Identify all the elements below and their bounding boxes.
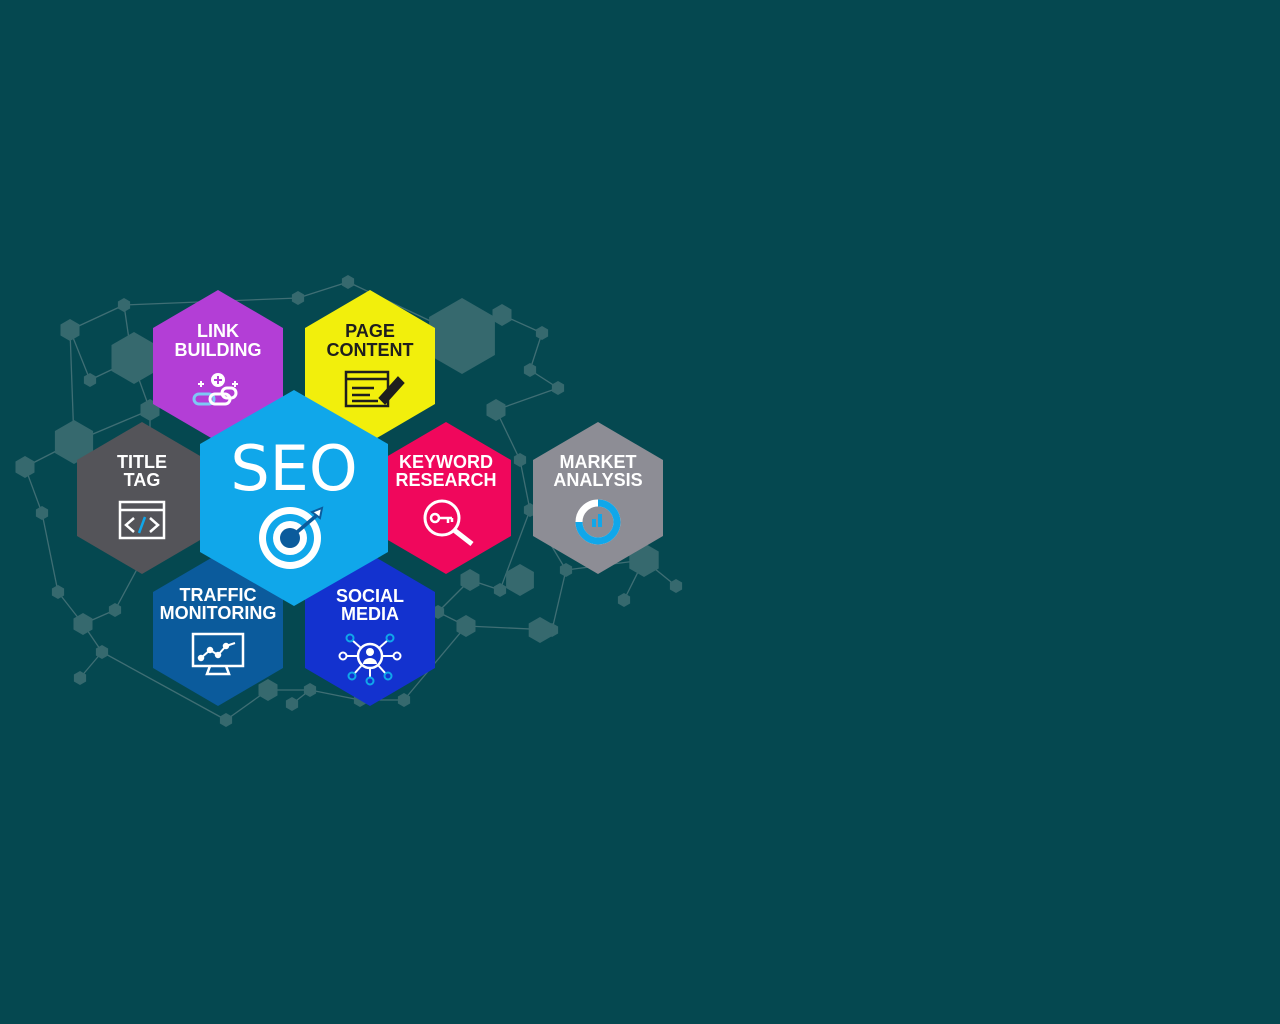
network-node <box>460 569 480 591</box>
target-icon <box>259 506 324 569</box>
network-link <box>41 512 59 593</box>
network-link <box>297 281 349 299</box>
monitor-chart-icon <box>191 632 245 676</box>
network-node <box>111 332 157 384</box>
hex-social-media: SOCIAL MEDIA <box>305 554 435 706</box>
hex-label-line2: CONTENT <box>327 340 414 360</box>
seo-title: SEO <box>230 432 357 505</box>
code-window-icon <box>118 500 166 540</box>
hex-label-line1: TRAFFIC <box>180 585 257 605</box>
network-node <box>513 453 527 467</box>
network-node <box>258 679 278 701</box>
hex-label-line2: BUILDING <box>175 340 262 360</box>
hex-traffic-monitoring-shape <box>153 554 283 706</box>
hex-market-analysis: MARKET ANALYSIS <box>533 422 663 574</box>
network-background <box>15 275 683 727</box>
network-node <box>108 603 122 617</box>
network-link <box>529 332 543 371</box>
network-node <box>528 617 552 643</box>
network-link <box>551 569 567 631</box>
hex-label-line1: PAGE <box>345 321 395 341</box>
hex-link-building-shape <box>153 290 283 442</box>
hex-seo-center-shape <box>200 390 388 606</box>
hex-page-content: PAGE CONTENT <box>305 290 435 442</box>
hex-label-line1: LINK <box>197 321 239 341</box>
network-node <box>117 298 131 312</box>
hex-label-line1: KEYWORD <box>399 452 493 472</box>
network-node <box>73 613 93 635</box>
hex-label-line2: TAG <box>124 470 161 490</box>
hex-label-line1: MARKET <box>560 452 637 472</box>
network-node <box>429 298 495 374</box>
hex-label-line2: ANALYSIS <box>553 470 642 490</box>
network-node <box>303 683 317 697</box>
hex-label-line2: MEDIA <box>341 604 399 624</box>
network-node <box>559 563 573 577</box>
network-node <box>291 291 305 305</box>
network-node <box>629 543 659 577</box>
network-node <box>51 585 65 599</box>
hex-page-content-shape <box>305 290 435 442</box>
document-pencil-icon <box>344 370 405 408</box>
network-node <box>83 373 97 387</box>
hex-title-tag-shape <box>77 422 207 574</box>
donut-chart-icon <box>575 499 621 545</box>
network-node <box>95 645 109 659</box>
network-node <box>493 583 507 597</box>
network-link <box>499 509 531 591</box>
network-node <box>456 615 476 637</box>
network-node <box>60 319 80 341</box>
network-node <box>35 506 49 520</box>
hex-keyword-research-shape <box>381 422 511 574</box>
key-magnifier-icon <box>423 499 474 546</box>
network-node <box>54 420 94 464</box>
hex-seo-center: SEO <box>200 390 388 606</box>
network-link <box>101 651 227 721</box>
network-link <box>519 459 531 511</box>
hex-title-tag: TITLE TAG <box>77 422 207 574</box>
network-node <box>285 697 299 711</box>
network-node <box>617 593 631 607</box>
hex-social-media-shape <box>305 554 435 706</box>
hex-label-line2: RESEARCH <box>395 470 496 490</box>
network-node <box>219 713 233 727</box>
hex-market-analysis-shape <box>533 422 663 574</box>
network-node <box>506 564 534 596</box>
hex-label-line1: SOCIAL <box>336 586 404 606</box>
network-node <box>669 579 683 593</box>
hex-label-line2: MONITORING <box>160 603 277 623</box>
network-node <box>15 456 35 478</box>
network-node <box>397 693 411 707</box>
network-node <box>73 671 87 685</box>
network-node <box>535 326 549 340</box>
network-node <box>492 304 512 326</box>
network-link <box>309 689 361 701</box>
hex-link-building: LINK BUILDING <box>153 290 283 442</box>
network-node <box>341 275 355 289</box>
hex-label-line1: TITLE <box>117 452 167 472</box>
hex-keyword-research: KEYWORD RESEARCH <box>381 422 511 574</box>
network-link <box>495 387 559 411</box>
network-user-icon <box>338 633 402 686</box>
network-node <box>551 381 565 395</box>
hex-traffic-monitoring: TRAFFIC MONITORING <box>153 554 283 706</box>
network-node <box>523 363 537 377</box>
link-user-icon <box>192 373 238 406</box>
network-node <box>486 399 506 421</box>
